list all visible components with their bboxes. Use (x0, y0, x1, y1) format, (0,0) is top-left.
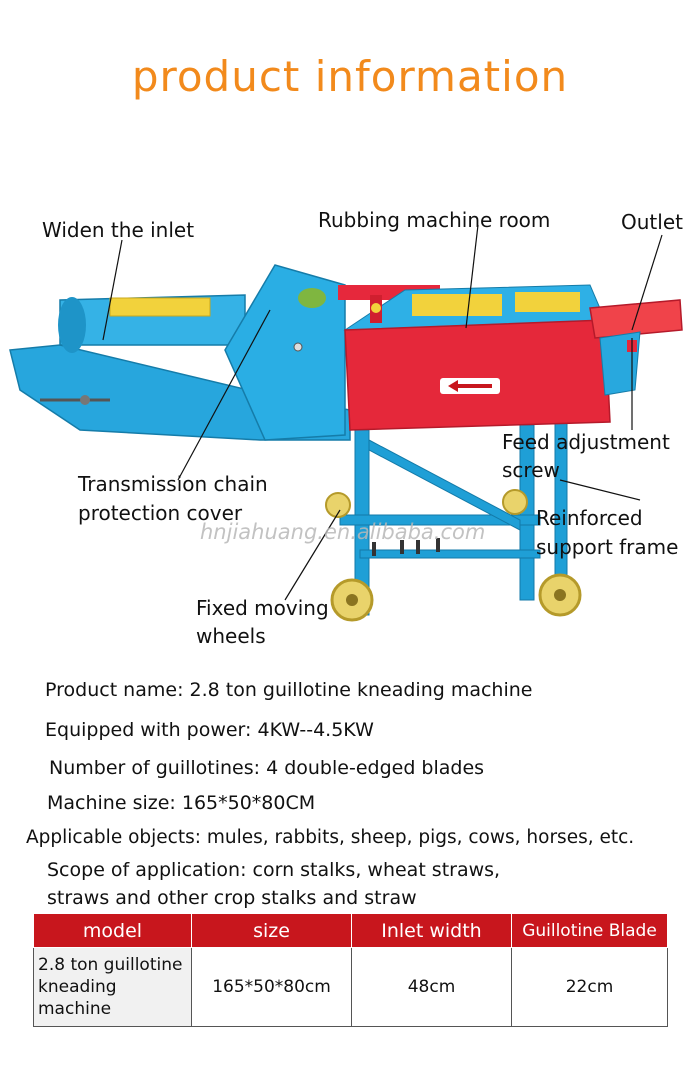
callout-support-frame-1: Reinforced (536, 506, 643, 530)
callout-feed-adjustment-2: screw (502, 458, 560, 482)
callout-chain-cover-1: Transmission chain (78, 472, 268, 496)
transmission-chain-cover (224, 264, 346, 441)
watermark: hnjiahuang.en.alibaba.com (200, 520, 486, 544)
cell-model: 2.8 ton guillotine kneading machine (33, 947, 192, 1027)
spec-machine-size: Machine size: 165*50*80CM (47, 792, 316, 814)
callout-wheels-1: Fixed moving (196, 596, 329, 620)
table-row: 2.8 ton guillotine kneading machine 165*… (33, 947, 668, 1027)
cell-inlet-width: 48cm (351, 947, 512, 1027)
callout-rubbing-room: Rubbing machine room (318, 208, 551, 232)
callout-outlet: Outlet (621, 210, 683, 234)
outlet-chute (589, 299, 683, 396)
spec-power: Equipped with power: 4KW--4.5KW (45, 719, 374, 741)
spec-product-name: Product name: 2.8 ton guillotine kneadin… (45, 679, 533, 701)
spec-guillotines: Number of guillotines: 4 double-edged bl… (49, 757, 485, 779)
header-inlet-width: Inlet width (351, 913, 512, 948)
callout-feed-adjustment-1: Feed adjustment (502, 430, 670, 454)
cell-guillotine-blade: 22cm (511, 947, 668, 1027)
spec-scope-1: Scope of application: corn stalks, wheat… (47, 859, 501, 881)
header-guillotine-blade: Guillotine Blade (511, 913, 668, 948)
support-frame (339, 419, 568, 616)
header-size: size (191, 913, 352, 948)
machine-illustration (9, 224, 683, 622)
callout-wheels-2: wheels (196, 624, 266, 648)
rubbing-machine-room (338, 284, 611, 431)
fixed-moving-wheels (325, 489, 582, 622)
callout-widen-inlet: Widen the inlet (42, 218, 195, 242)
page-title: product information (131, 52, 569, 101)
callout-chain-cover-2: protection cover (78, 501, 243, 525)
cell-size: 165*50*80cm (191, 947, 352, 1027)
spec-applicable-objects: Applicable objects: mules, rabbits, shee… (26, 827, 635, 848)
model-table: model size Inlet width Guillotine Blade … (33, 913, 668, 1027)
header-model: model (33, 913, 192, 948)
callout-support-frame-2: support frame (536, 535, 679, 559)
table-header-row: model size Inlet width Guillotine Blade (33, 913, 668, 948)
spec-scope-2: straws and other crop stalks and straw (47, 887, 417, 909)
